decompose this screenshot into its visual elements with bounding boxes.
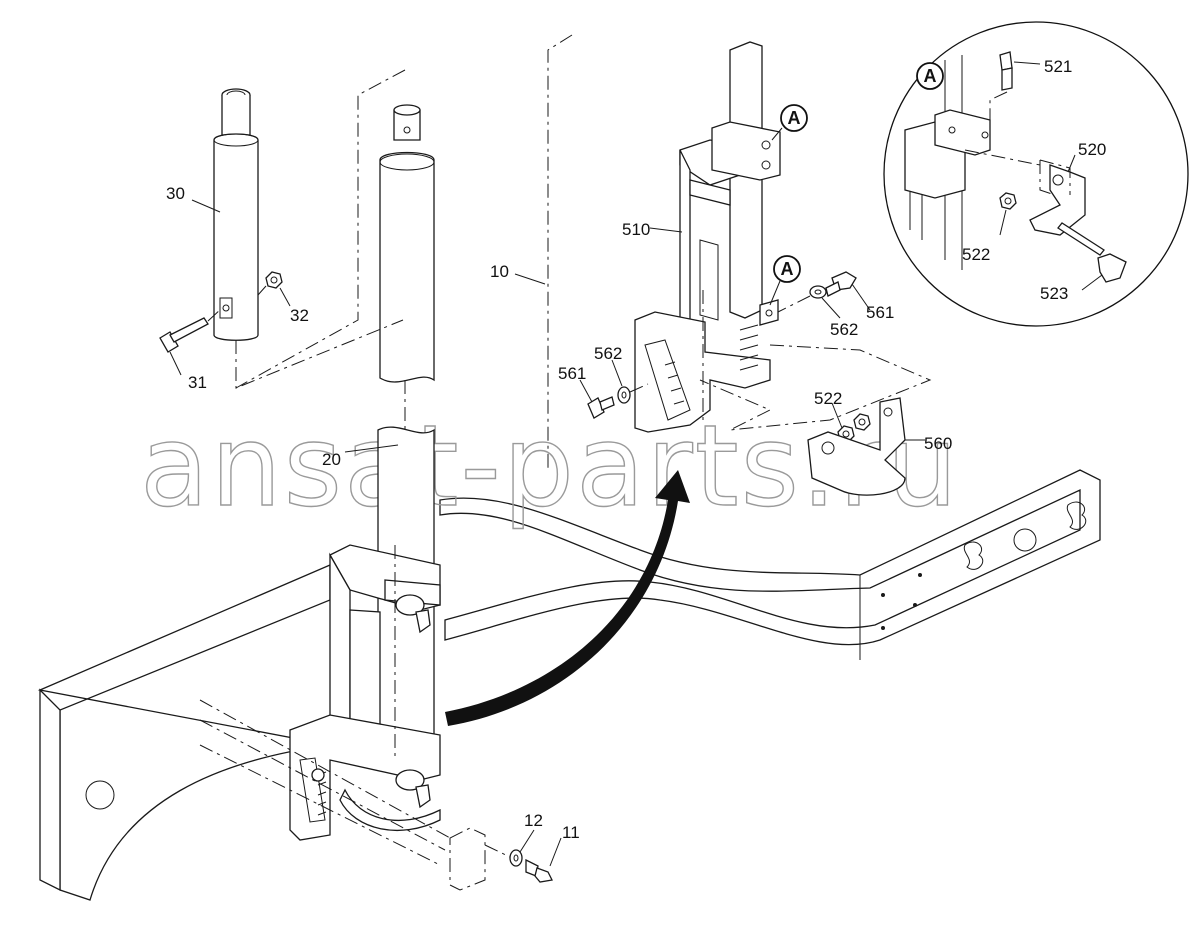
callout-11: 11	[562, 823, 580, 842]
detail-marker-a-top: A	[771, 104, 808, 141]
callout-561-left: 561	[558, 364, 586, 383]
svg-text:A: A	[781, 259, 794, 279]
svg-text:A: A	[924, 66, 937, 86]
part-562-washer-right	[777, 285, 827, 313]
svg-text:A: A	[788, 108, 801, 128]
part-20-tube	[377, 104, 435, 761]
part-12-washer	[509, 849, 523, 867]
callout-20: 20	[322, 450, 341, 469]
callout-d522: 522	[962, 245, 990, 264]
part-561-bolt-left	[587, 396, 615, 419]
callout-d521: 521	[1044, 57, 1072, 76]
assembly-line-20	[235, 69, 406, 389]
callout-510: 510	[622, 220, 650, 239]
callout-12: 12	[524, 811, 543, 830]
leader-lines	[169, 61, 1103, 867]
callout-30: 30	[166, 184, 185, 203]
part-32-nut	[257, 271, 283, 296]
assembly-line-560	[699, 344, 932, 431]
part-561-bolt-right	[825, 271, 857, 297]
part-560-plate	[807, 397, 906, 496]
callout-10: 10	[490, 262, 509, 281]
part-562-washer-left	[617, 383, 649, 404]
detail-marker-a-mid: A	[769, 255, 801, 306]
detail-view-a: A	[883, 21, 1189, 327]
callouts: 30 31 32 20 10 510 561 562 562 561 522 5…	[166, 57, 1106, 842]
part-31-bolt	[159, 307, 223, 353]
callout-31: 31	[188, 373, 207, 392]
assembly-line-20-left	[235, 319, 404, 389]
part-10-outline	[547, 34, 573, 470]
part-11-bolt	[525, 858, 553, 883]
callout-32: 32	[290, 306, 309, 325]
callout-561-right: 561	[866, 303, 894, 322]
callout-562-left: 562	[594, 344, 622, 363]
assembly-arrow	[445, 470, 690, 726]
callout-560: 560	[924, 434, 952, 453]
callout-522: 522	[814, 389, 842, 408]
part-510-bracket	[634, 41, 781, 433]
callout-d520: 520	[1078, 140, 1106, 159]
mounting-dash-block	[199, 699, 511, 891]
callout-d523: 523	[1040, 284, 1068, 303]
part-30-cylinder	[213, 88, 259, 341]
callout-562-right: 562	[830, 320, 858, 339]
frame-beam	[37, 469, 1101, 901]
